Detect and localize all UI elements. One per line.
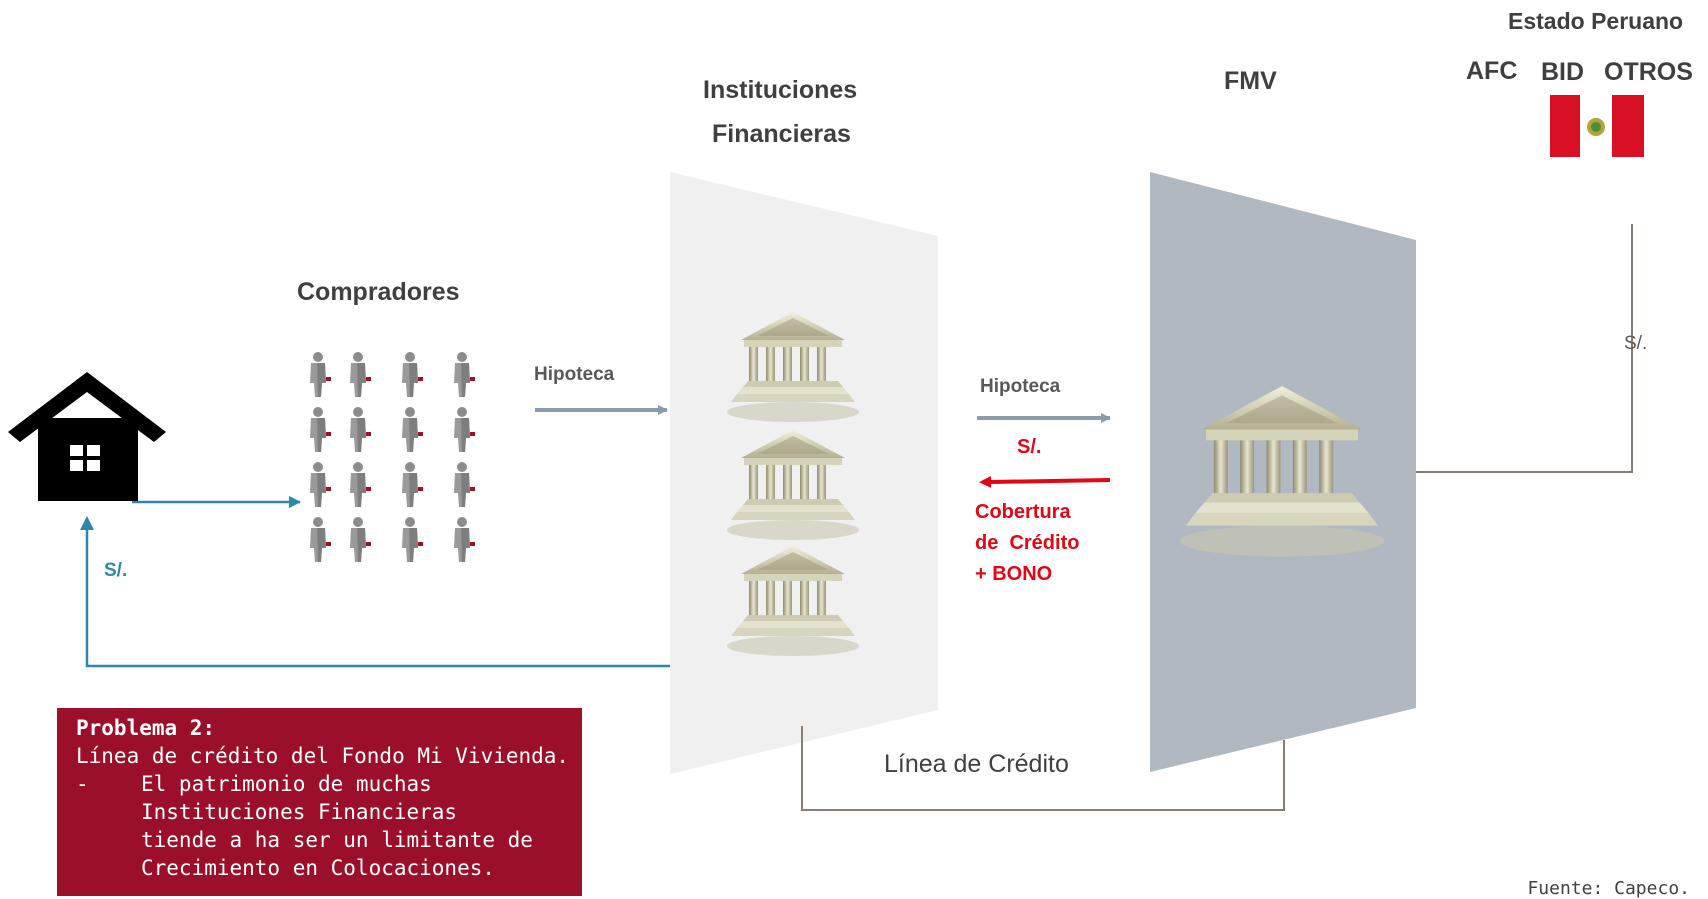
institutions-title-line2: Financieras: [712, 120, 851, 148]
soles-blue-label: S/.: [104, 560, 128, 581]
buyers-title: Compradores: [297, 278, 460, 306]
source-note: Fuente: Capeco.: [1527, 878, 1690, 899]
problem-title: Problema 2:: [76, 716, 216, 740]
bullet-marker: -: [76, 772, 89, 796]
credit-line-label: Línea de Crédito: [884, 750, 1069, 778]
hipoteca-label-1: Hipoteca: [534, 364, 615, 385]
people-icon: [310, 352, 475, 562]
hipoteca-label-2: Hipoteca: [980, 376, 1061, 397]
soles-state-label: S/.: [1624, 333, 1648, 354]
institutions-title-line1: Instituciones: [703, 76, 858, 104]
bullet-text: El patrimonio de muchas Instituciones Fi…: [141, 772, 533, 880]
problem-box: Problema 2: Línea de crédito del Fondo M…: [57, 708, 582, 896]
state-title: Estado Peruano: [1508, 8, 1684, 34]
coverage-label: Cobertura de Crédito + BONO: [975, 497, 1079, 590]
coverage-line-2: de Crédito: [975, 532, 1080, 554]
soles-red-arrow: [979, 475, 1111, 488]
coverage-line-3: + BONO: [975, 563, 1053, 585]
house-icon: [8, 372, 166, 501]
soles-red-label: S/.: [1017, 436, 1042, 458]
credit-line-connector: [801, 726, 1285, 811]
coverage-line-1: Cobertura: [975, 501, 1071, 523]
state-source-otros: OTROS: [1604, 58, 1693, 86]
state-source-bid: BID: [1541, 58, 1585, 86]
fmv-title: FMV: [1224, 67, 1277, 95]
peru-flag-icon: [1550, 95, 1644, 157]
state-source-afc: AFC: [1466, 57, 1518, 85]
fmv-panel: [1150, 172, 1416, 772]
problem-subtitle: Línea de crédito del Fondo Mi Vivienda.: [76, 744, 570, 768]
problem-bullet: - El patrimonio de muchas Instituciones …: [76, 770, 582, 882]
state-connector-line: [1416, 224, 1633, 473]
soles-blue-arrow: [80, 516, 670, 668]
